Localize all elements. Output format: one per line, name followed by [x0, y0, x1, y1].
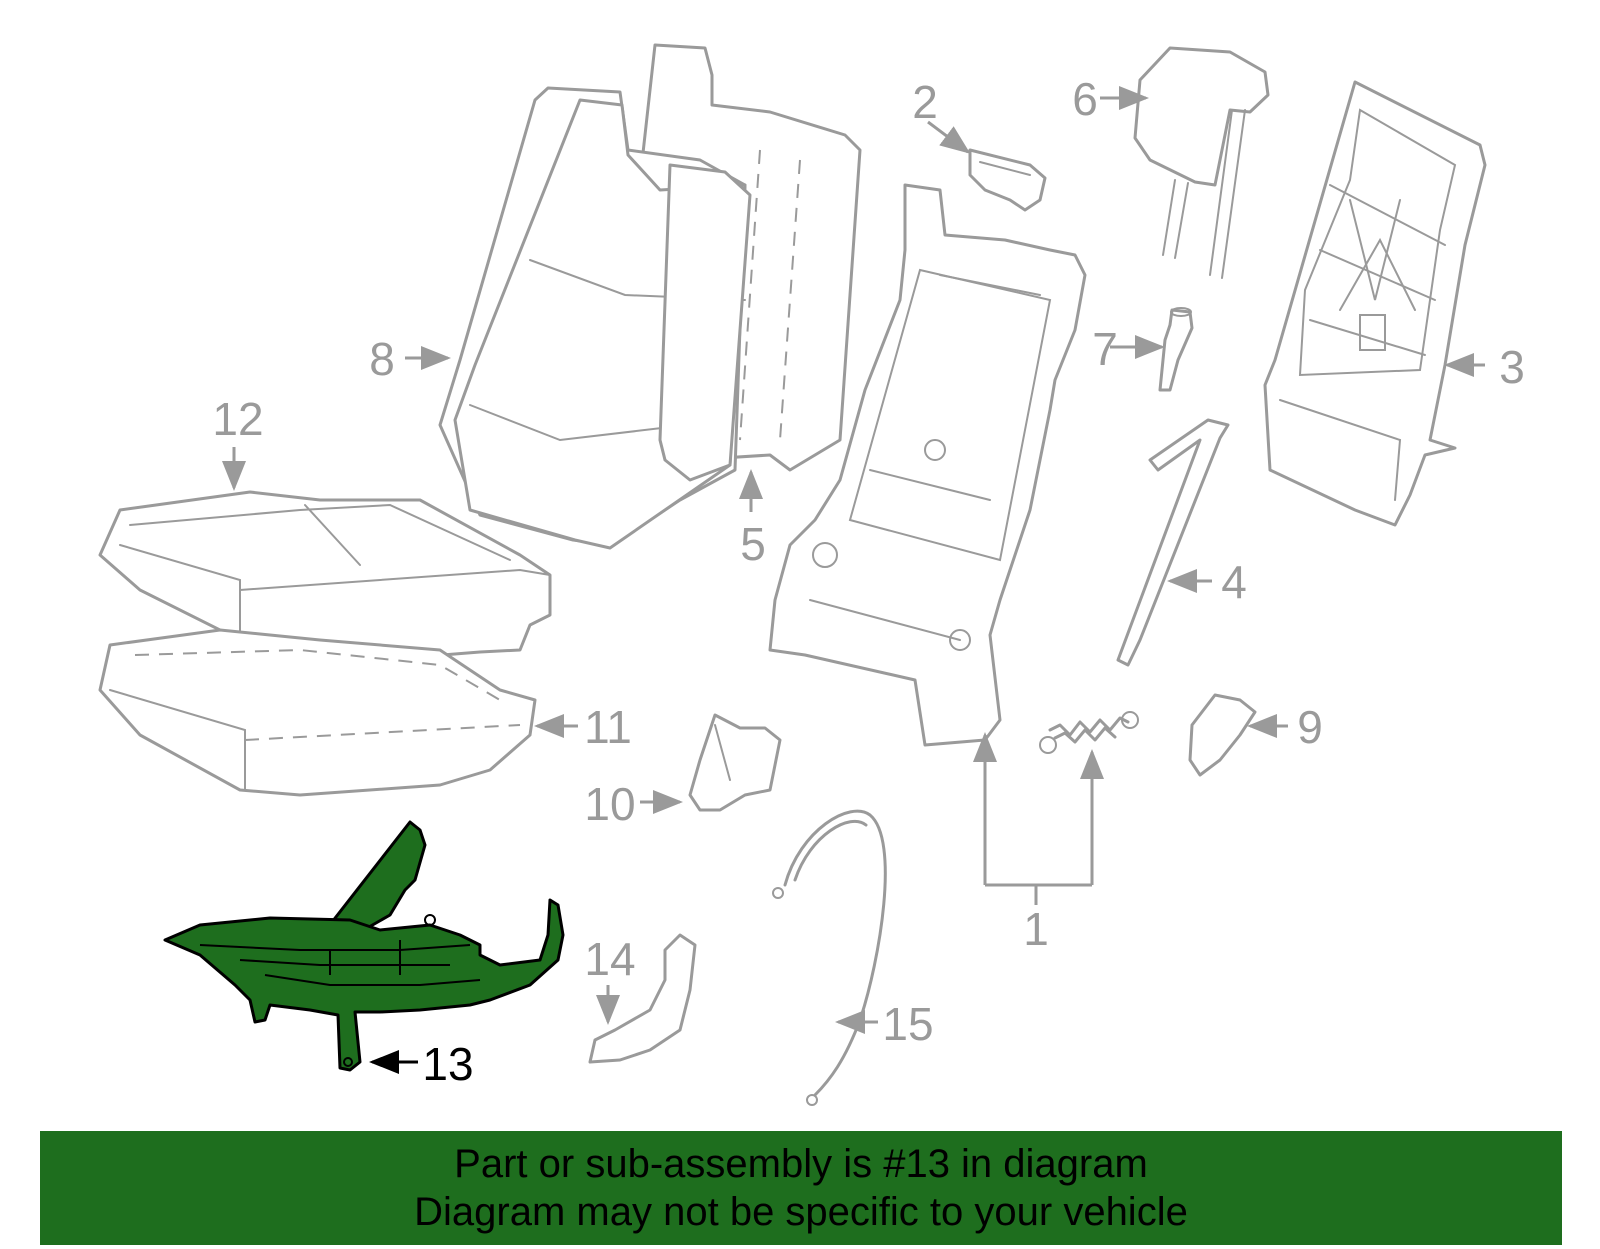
part-15-cable — [772, 809, 887, 1106]
part-3-back-board — [1263, 80, 1487, 527]
part-7-guide — [1158, 307, 1194, 392]
callout-7: 7 — [1092, 323, 1118, 375]
callout-2: 2 — [912, 76, 938, 128]
part-11-seat-pad — [98, 628, 537, 797]
callout-12: 12 — [212, 393, 263, 445]
callout-11: 11 — [584, 701, 632, 753]
callout-14: 14 — [584, 933, 635, 985]
part-12-seat-cushion — [98, 490, 552, 662]
callout-6: 6 — [1072, 73, 1098, 125]
leader-lines — [222, 86, 1485, 1074]
info-banner: Part or sub-assembly is #13 in diagram D… — [40, 1131, 1562, 1245]
callout-4: 4 — [1221, 556, 1247, 608]
part-8-seatback-rear — [438, 43, 862, 550]
banner-line-2: Diagram may not be specific to your vehi… — [414, 1190, 1188, 1234]
callout-1: 1 — [1023, 903, 1049, 955]
part-9-cap — [1188, 693, 1257, 777]
callout-3: 3 — [1499, 341, 1525, 393]
banner-line-1: Part or sub-assembly is #13 in diagram — [454, 1142, 1148, 1186]
part-1-seatback-frame — [768, 183, 1087, 747]
part-6-headrest — [1133, 46, 1270, 279]
callout-13: 13 — [422, 1038, 473, 1090]
callout-5: 5 — [740, 518, 766, 570]
callout-15: 15 — [882, 998, 933, 1050]
part-1-spring — [1039, 711, 1139, 754]
part-4-rod — [1116, 418, 1230, 667]
callout-8: 8 — [369, 333, 395, 385]
part-13-seat-frame-highlighted — [163, 820, 565, 1072]
callout-labels: 1 2 3 4 5 6 7 8 9 10 11 12 13 14 15 — [212, 73, 1524, 1090]
part-10-cover — [688, 713, 782, 812]
callout-10: 10 — [584, 778, 635, 830]
part-2-bracket — [968, 148, 1047, 212]
part-14-cover — [588, 933, 697, 1064]
callout-9: 9 — [1297, 701, 1323, 753]
